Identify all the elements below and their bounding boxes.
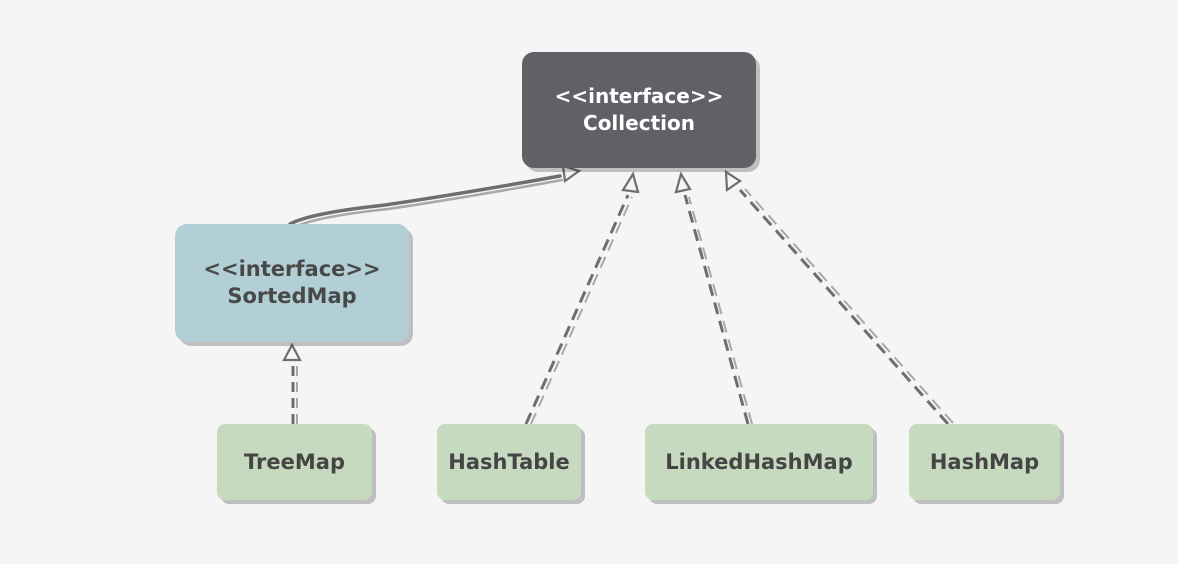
edge-sortedmap-to-collection [288,174,564,230]
arrowhead-treemap-sortedmap [282,342,302,362]
sortedmap-name: SortedMap [227,284,357,308]
sortedmap-stereotype: <<interface>> [203,257,381,281]
arrowhead-hashtable-collection [621,171,640,194]
arrowhead-hashmap-collection [724,169,742,193]
collection-name: Collection [583,111,695,135]
hashtable-class-node: HashTable [437,424,581,500]
collection-interface-node: <<interface>> Collection [522,52,756,168]
treemap-name: TreeMap [244,449,345,474]
arrowhead-sortedmap-collection [561,164,582,183]
edge-hashmap-to-collection [738,188,954,425]
linkedhashmap-class-node: LinkedHashMap [645,424,873,500]
arrowhead-linkedhashmap-collection [674,171,692,194]
hashmap-name: HashMap [929,449,1040,474]
edge-treemap-to-sortedmap [291,360,298,424]
linkedhashmap-name: LinkedHashMap [665,449,853,474]
hashtable-name: HashTable [448,449,570,474]
sortedmap-interface-node: <<interface>> SortedMap [175,224,409,342]
edge-hashtable-to-collection [524,194,633,425]
edge-linkedhashmap-to-collection [683,194,753,425]
treemap-class-node: TreeMap [217,424,372,500]
hashmap-class-node: HashMap [909,424,1060,500]
collection-stereotype: <<interface>> [554,84,724,108]
